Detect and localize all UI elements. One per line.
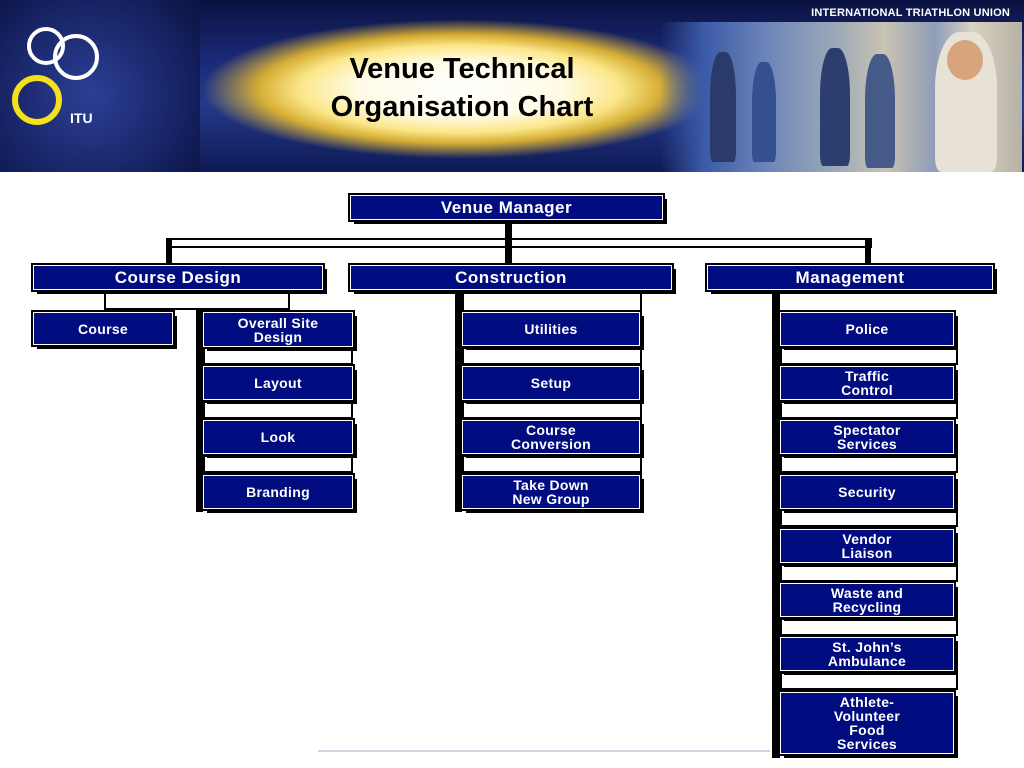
- connector: [462, 455, 642, 473]
- connector: [772, 290, 780, 758]
- connector: [104, 290, 290, 310]
- connector: [780, 618, 958, 636]
- node-course: Course: [31, 310, 175, 347]
- logo-panel: ITU: [0, 0, 200, 172]
- node-st-johns-ambulance: St. John’s Ambulance: [778, 635, 956, 673]
- connector: [780, 509, 958, 527]
- connector: [505, 221, 512, 241]
- node-utilities: Utilities: [460, 310, 642, 348]
- node-security: Security: [778, 473, 956, 511]
- node-look: Look: [201, 418, 355, 456]
- node-take-down-new-group: Take Down New Group: [460, 473, 642, 511]
- divider: [318, 750, 770, 752]
- connector: [203, 401, 353, 419]
- node-waste-and-recycling: Waste and Recycling: [778, 581, 956, 619]
- connector: [203, 347, 353, 365]
- athlete-photo-strip: [660, 22, 1022, 172]
- node-police: Police: [778, 310, 956, 348]
- node-management: Management: [705, 263, 995, 292]
- node-course-conversion: Course Conversion: [460, 418, 642, 456]
- page-title: Venue Technical Organisation Chart: [282, 50, 642, 126]
- connector: [203, 455, 353, 473]
- title-line-1: Venue Technical: [349, 53, 575, 85]
- node-layout: Layout: [201, 364, 355, 402]
- node-branding: Branding: [201, 473, 355, 511]
- title-burst: [180, 6, 740, 172]
- connector: [166, 238, 872, 248]
- itu-logo-icon: [12, 27, 99, 125]
- node-athlete-volunteer-food-services: Athlete- Volunteer Food Services: [778, 690, 956, 756]
- connector: [166, 238, 172, 264]
- connector: [462, 290, 642, 312]
- node-overall-site-design: Overall Site Design: [201, 310, 355, 349]
- node-setup: Setup: [460, 364, 642, 402]
- node-spectator-services: Spectator Services: [778, 418, 956, 456]
- header-banner: ITU INTERNATIONAL TRIATHLON UNION Venue …: [0, 0, 1024, 172]
- connector: [780, 455, 958, 473]
- logo-text: ITU: [70, 110, 93, 126]
- node-venue-manager: Venue Manager: [348, 193, 665, 222]
- node-traffic-control: Traffic Control: [778, 364, 956, 402]
- node-vendor-liaison: Vendor Liaison: [778, 527, 956, 565]
- connector: [780, 347, 958, 365]
- connector: [462, 401, 642, 419]
- connector: [196, 310, 203, 512]
- node-construction: Construction: [348, 263, 674, 292]
- connector: [865, 238, 871, 264]
- connector: [780, 401, 958, 419]
- connector: [462, 347, 642, 365]
- organization-name: INTERNATIONAL TRIATHLON UNION: [811, 7, 1010, 19]
- connector: [455, 290, 462, 512]
- title-line-2: Organisation Chart: [330, 91, 594, 123]
- node-course-design: Course Design: [31, 263, 325, 292]
- connector: [505, 238, 512, 264]
- connector: [780, 564, 958, 582]
- connector: [780, 672, 958, 690]
